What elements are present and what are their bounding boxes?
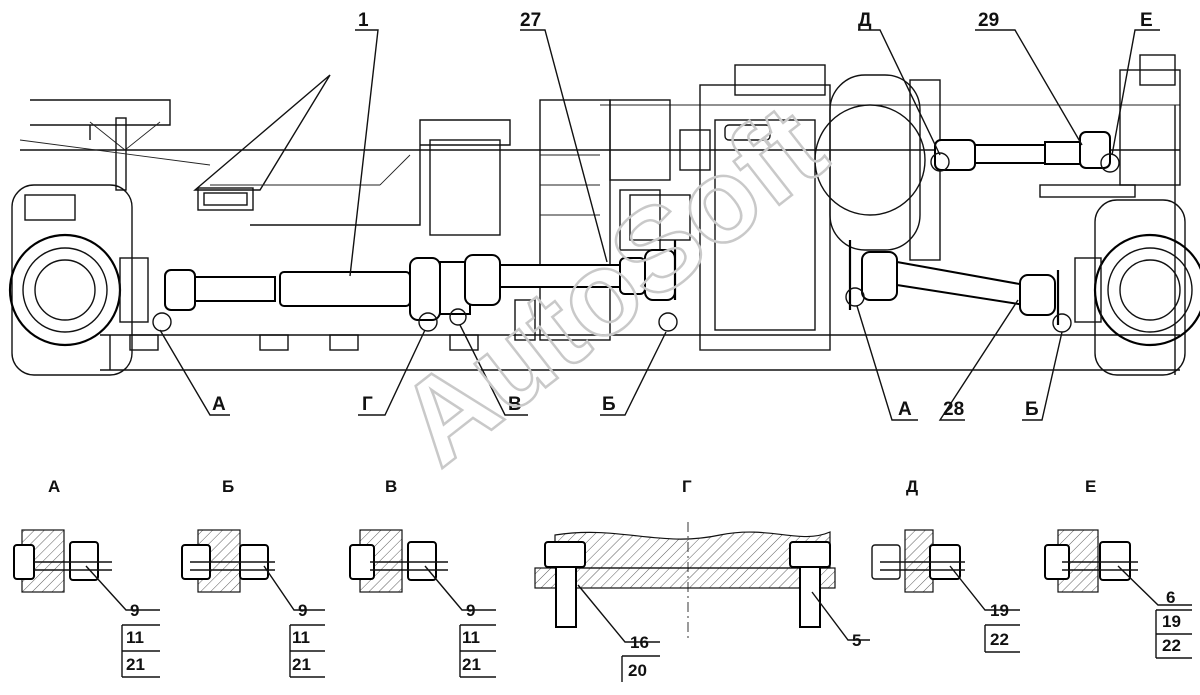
detail-b-ref-2: 11 — [292, 628, 310, 647]
callout-27: 27 — [520, 10, 541, 31]
detail-g-ref-1: 16 — [630, 633, 649, 652]
detail-a-title: А — [48, 477, 60, 496]
detail-g: Г 16 20 5 — [534, 477, 870, 682]
left-wheel-hub — [8, 184, 149, 376]
callout-29: 29 — [978, 10, 999, 31]
callout-1: 1 — [358, 10, 369, 31]
propeller-shaft-29 — [934, 131, 1111, 171]
chassis-frame — [19, 74, 1180, 375]
propeller-shaft-1 — [164, 254, 501, 321]
leader-lines — [159, 29, 1160, 421]
callout-a-left: А — [212, 394, 226, 415]
detail-v: В 9 11 21 — [349, 477, 496, 678]
detail-d-ref-2: 22 — [990, 630, 1009, 649]
detail-d-title: Д — [906, 477, 918, 496]
right-wheel-hub — [1039, 54, 1200, 376]
callout-e-top: Е — [1140, 10, 1153, 31]
callout-b-left: Б — [602, 394, 616, 415]
detail-a-ref-2: 11 — [126, 628, 144, 647]
detail-e-title: Е — [1085, 477, 1096, 496]
detail-v-title: В — [385, 477, 397, 496]
detail-e: Е 6 19 22 — [1044, 477, 1192, 659]
callout-v-left: В — [508, 394, 522, 415]
detail-a: А 9 11 21 — [13, 477, 160, 678]
detail-e-ref-2: 19 — [1162, 612, 1181, 631]
detail-v-ref-1: 9 — [466, 601, 475, 620]
detail-d: Д 19 22 — [871, 477, 1020, 653]
detail-d-ref-1: 19 — [990, 601, 1009, 620]
propeller-shaft-27 — [499, 240, 677, 301]
detail-a-ref-3: 21 — [126, 655, 145, 674]
detail-e-ref-3: 22 — [1162, 636, 1181, 655]
propeller-shaft-28 — [848, 240, 1060, 325]
detail-g-title: Г — [682, 477, 692, 496]
callout-d-top: Д — [858, 10, 872, 31]
detail-b-ref-3: 21 — [292, 655, 311, 674]
callout-28: 28 — [943, 399, 964, 420]
detail-b-title: Б — [222, 477, 234, 496]
detail-v-ref-2: 11 — [462, 628, 480, 647]
callout-b-right: Б — [1025, 399, 1039, 420]
detail-b-ref-1: 9 — [298, 601, 307, 620]
callout-g-left: Г — [362, 394, 373, 415]
detail-a-ref-1: 9 — [130, 601, 139, 620]
detail-marks — [152, 152, 1120, 333]
detail-g-ref-3: 5 — [852, 631, 861, 650]
detail-e-ref-1: 6 — [1166, 588, 1175, 607]
callout-a-right: А — [898, 399, 912, 420]
detail-v-ref-3: 21 — [462, 655, 481, 674]
detail-b: Б 9 11 21 — [181, 477, 325, 678]
detail-g-ref-2: 20 — [628, 661, 647, 680]
